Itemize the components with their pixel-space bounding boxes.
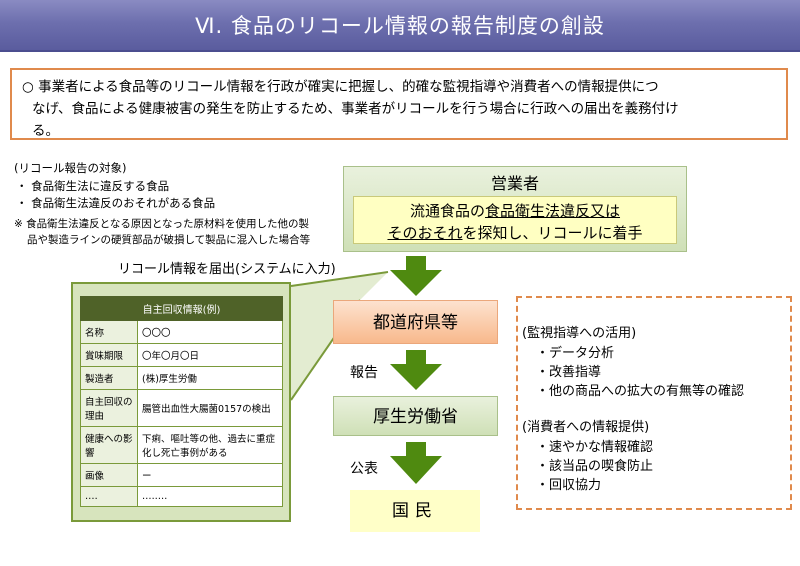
target-title: (リコール報告の対象) <box>14 161 127 175</box>
target-note-1: ※ 食品衛生法違反となる原因となった原材料を使用した他の製 <box>14 218 310 230</box>
arrow-down-3 <box>390 442 442 484</box>
table-row: 自主回収の理由 腸管出血性大腸菌0157の検出 <box>80 389 283 427</box>
monitoring-item: ・他の商品への拡大の有無等の確認 <box>536 384 745 399</box>
table-row: 名称 〇〇〇 <box>80 320 283 344</box>
info-item: ・該当品の喫食防止 <box>536 459 654 474</box>
target-note-2: 品や製造ラインの硬質部品が破損して製品に混入した場合等 <box>27 234 311 246</box>
operator-detail-underlined-1: 食品衛生法違反又は <box>485 202 621 220</box>
summary-line-1: ○ 事業者による食品等のリコール情報を行政が確実に把握し、的確な監視指導や消費者… <box>22 79 659 95</box>
row-value: ‥‥‥‥ <box>137 486 283 507</box>
row-key: 賞味期限 <box>80 343 138 367</box>
table-row: ‥‥ ‥‥‥‥ <box>80 486 283 507</box>
header-bar <box>0 0 800 52</box>
operator-detail-post: を探知し、リコールに着手 <box>462 224 643 242</box>
callout-wedge <box>291 272 388 400</box>
recall-info-table-wrap: 自主回収情報(例) 名称 〇〇〇 賞味期限 〇年〇月〇日 製造者 (株)厚生労働… <box>80 296 283 507</box>
mhlw-box: 厚生労働省 <box>333 396 498 436</box>
row-value: 腸管出血性大腸菌0157の検出 <box>137 389 283 427</box>
arrow-down-1 <box>390 256 442 296</box>
row-key: 名称 <box>80 320 138 344</box>
callout-line-top <box>290 271 389 287</box>
page-title: Ⅵ. 食品のリコール情報の報告制度の創設 <box>195 14 605 38</box>
summary-line-2: なげ、食品による健康被害の発生を防止するため、事業者がリコールを行う場合に行政へ… <box>32 101 679 117</box>
operator-detail-pre: 流通食品の <box>409 202 485 220</box>
table-row: 健康への影響 下痢、嘔吐等の他、過去に重症化し死亡事例がある <box>80 426 283 464</box>
info-title: (消費者への情報提供) <box>522 420 650 435</box>
usage-box <box>516 296 792 510</box>
operator-detail-box <box>353 196 677 244</box>
row-value: 〇〇〇 <box>137 320 283 344</box>
operator-detail-line-2: そのおそれを探知し、リコールに着手 <box>353 222 677 243</box>
notify-label: リコール情報を届出(システムに入力) <box>118 262 336 277</box>
operator-detail-line-1: 流通食品の食品衛生法違反又は <box>353 200 677 221</box>
row-key: 自主回収の理由 <box>80 389 138 427</box>
row-key: ‥‥ <box>80 486 138 507</box>
operator-title: 営業者 <box>490 174 539 193</box>
row-key: 製造者 <box>80 366 138 390</box>
target-item-2: ・ 食品衛生法違反のおそれがある食品 <box>16 196 216 210</box>
summary-box: ○ 事業者による食品等のリコール情報を行政が確実に把握し、的確な監視指導や消費者… <box>10 68 788 140</box>
summary-line-3: る。 <box>32 123 59 139</box>
info-item: ・速やかな情報確認 <box>536 440 654 455</box>
report-label: 報告 <box>350 365 378 381</box>
card-header: 自主回収情報(例) <box>80 296 283 321</box>
monitoring-item: ・データ分析 <box>536 346 615 361</box>
operator-detail-underlined-2: そのおそれ <box>387 224 463 242</box>
monitoring-item: ・改善指導 <box>536 365 602 380</box>
info-item: ・回収協力 <box>536 478 602 493</box>
arrow-down-2 <box>390 350 442 390</box>
prefecture-box: 都道府県等 <box>333 300 498 344</box>
monitoring-title: (監視指導への活用) <box>522 326 637 341</box>
publish-label: 公表 <box>350 461 378 477</box>
target-item-1: ・ 食品衛生法に違反する食品 <box>16 179 170 193</box>
row-key: 健康への影響 <box>80 426 138 464</box>
citizens-box: 国民 <box>350 490 480 532</box>
row-key: 画像 <box>80 463 138 487</box>
recall-info-table: 自主回収情報(例) 名称 〇〇〇 賞味期限 〇年〇月〇日 製造者 (株)厚生労働… <box>80 296 283 507</box>
